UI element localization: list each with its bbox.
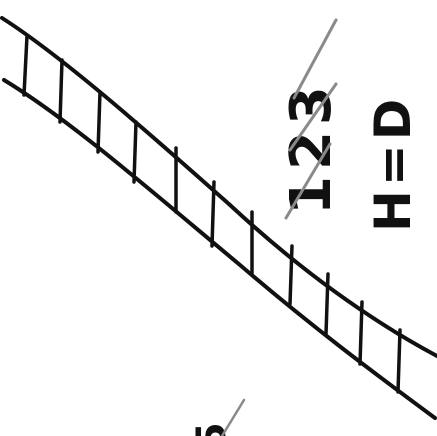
band-tick <box>134 122 136 182</box>
band-tick <box>98 92 100 152</box>
annotation-h-equals-d: H=D <box>364 95 422 232</box>
band-tick <box>360 302 362 364</box>
annotation-primary-text: 123 <box>279 80 344 215</box>
annotation-123: 123 <box>279 80 344 215</box>
annotation-secondary-text: H=D <box>364 95 422 232</box>
band-tick <box>326 274 328 334</box>
band-tick <box>60 60 62 122</box>
band-tick <box>212 182 214 246</box>
band-tick <box>290 246 292 304</box>
band-tick <box>398 330 400 392</box>
band-tick <box>24 36 27 95</box>
